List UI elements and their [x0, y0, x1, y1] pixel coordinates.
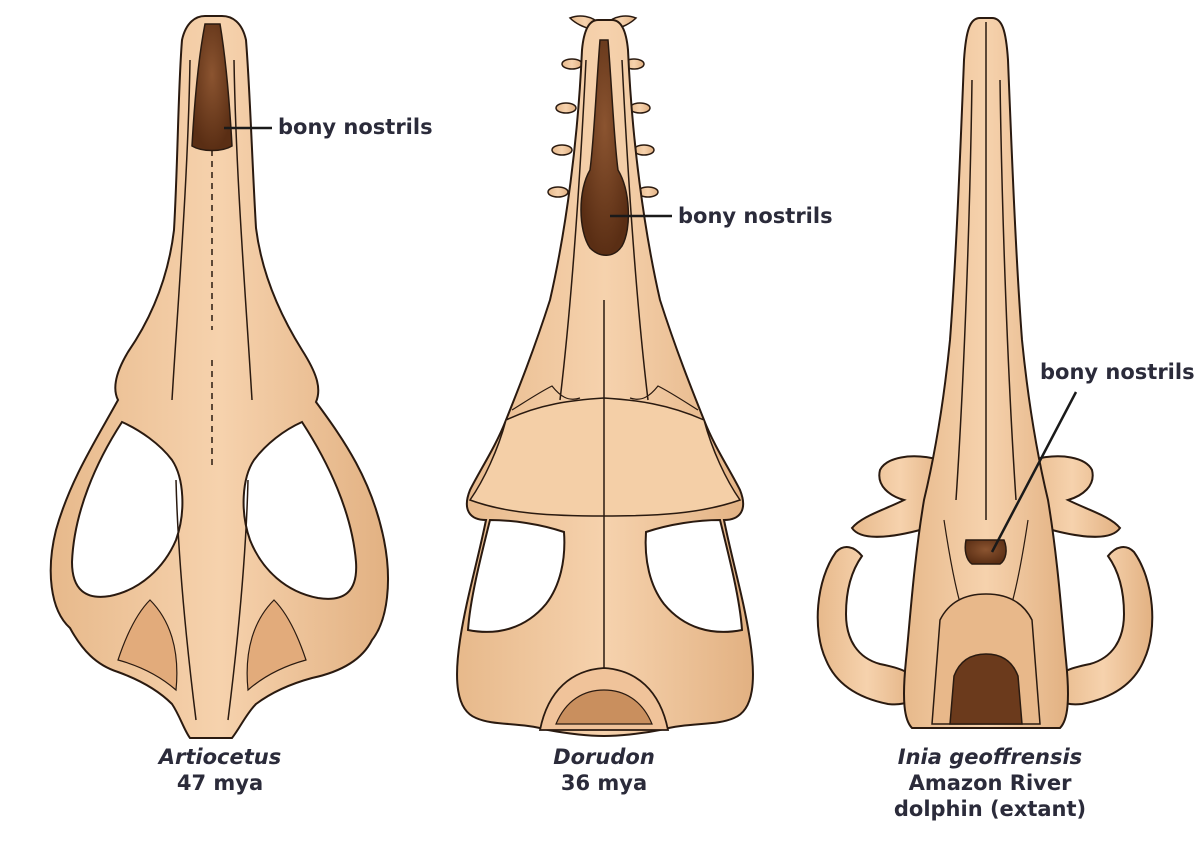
skull-artiocetus: [49, 15, 389, 739]
dorudon-left-orbit: [466, 518, 566, 633]
skull-inia: [816, 17, 1154, 729]
nostril-label-dorudon: bony nostrils: [678, 204, 833, 228]
nostril-label-inia: bony nostrils: [1040, 360, 1195, 384]
caption-artiocetus: Artiocetus 47 mya: [70, 744, 370, 796]
inia-nostril: [964, 539, 1007, 565]
genus-artiocetus: Artiocetus: [158, 745, 282, 769]
artiocetus-nostril: [191, 23, 233, 152]
skull-dorudon: [456, 15, 754, 738]
common-name-line1: Amazon River: [908, 771, 1072, 795]
common-name-line2: dolphin (extant): [893, 797, 1087, 821]
inia-left-arch: [816, 546, 918, 706]
genus-inia: Inia geoffrensis: [897, 745, 1083, 769]
genus-dorudon: Dorudon: [553, 745, 655, 769]
age-dorudon: 36 mya: [560, 771, 648, 795]
caption-inia: Inia geoffrensis Amazon River dolphin (e…: [840, 744, 1140, 822]
inia-foramen: [949, 653, 1023, 725]
artiocetus-right-orbit: [242, 420, 358, 600]
dorudon-right-orbit: [644, 518, 744, 633]
artiocetus-left-orbit: [70, 420, 184, 598]
dorudon-nostril: [580, 39, 630, 256]
caption-dorudon: Dorudon 36 mya: [454, 744, 754, 796]
age-artiocetus: 47 mya: [176, 771, 264, 795]
nostril-label-artiocetus: bony nostrils: [278, 115, 433, 139]
